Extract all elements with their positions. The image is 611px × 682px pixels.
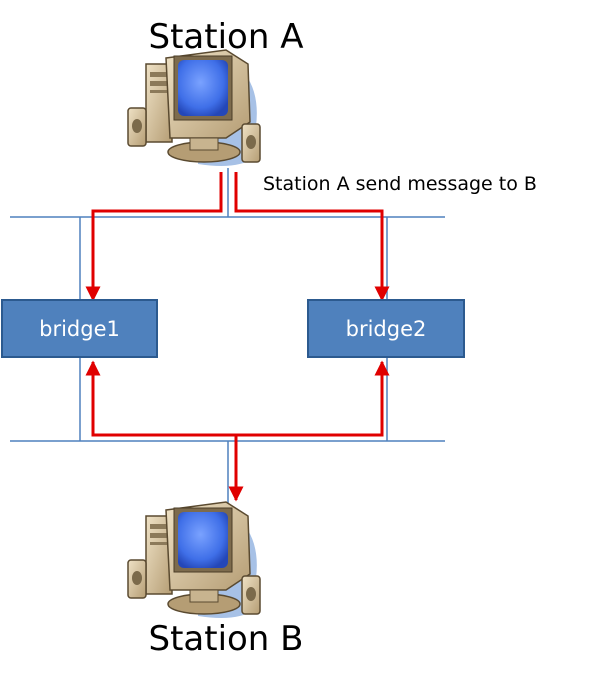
bridge1-node[interactable]: bridge1	[1, 299, 158, 358]
bridge2-label: bridge2	[346, 317, 427, 341]
desktop-computer-icon	[127, 501, 261, 619]
station-a-node[interactable]: Station A	[127, 17, 304, 167]
station-a-label: Station A	[149, 17, 304, 57]
frame-path-lower-to-bridge1	[85, 360, 236, 437]
bridge2-node[interactable]: bridge2	[307, 299, 465, 358]
frame-path-a-to-bridge2	[234, 172, 390, 302]
desktop-computer-icon	[127, 49, 261, 167]
station-b-node[interactable]: Station B	[127, 501, 304, 659]
frame-path-a-to-bridge1	[85, 172, 223, 302]
message-annotation: Station A send message to B	[263, 173, 537, 195]
station-b-label: Station B	[148, 619, 303, 659]
bridge1-label: bridge1	[39, 317, 120, 341]
frame-path-lower-to-bridge2	[236, 360, 390, 437]
